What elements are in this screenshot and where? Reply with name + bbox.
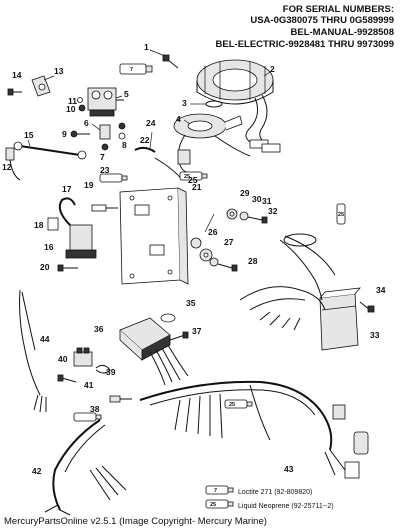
switch-box-harness[interactable]	[239, 233, 336, 331]
serial-header-line-3: BEL-MANUAL-9928508	[290, 27, 394, 38]
spark-plug-lead[interactable]	[91, 204, 118, 212]
loctite-tube-3	[73, 412, 102, 422]
grommet[interactable]	[134, 146, 183, 181]
trigger-plate[interactable]	[173, 113, 251, 174]
legend-loctite: 7 Loctite 271 (92-809820)	[205, 485, 312, 496]
callout-17[interactable]: 17	[62, 184, 72, 194]
svg-text:25: 25	[210, 502, 216, 508]
ignition-coil[interactable]	[47, 197, 97, 259]
stator[interactable]	[196, 59, 281, 153]
callout-14[interactable]: 14	[12, 70, 22, 80]
callout-42[interactable]: 42	[32, 466, 42, 476]
clamp[interactable]	[160, 313, 176, 323]
terminal-connector[interactable]	[109, 395, 132, 403]
callout-32[interactable]: 32	[268, 206, 278, 216]
neoprene-tube-1: 25	[179, 171, 208, 181]
hardware-group[interactable]	[70, 97, 126, 151]
callout-23[interactable]: 23	[100, 165, 110, 175]
svg-text:7: 7	[130, 67, 133, 73]
serial-header-line-4: BEL-ELECTRIC-9928481 THRU 9973099	[215, 39, 394, 50]
callout-26[interactable]: 26	[208, 227, 218, 237]
lanyard-harness[interactable]	[19, 289, 47, 413]
svg-text:Liquid Neoprene (92-25711--2): Liquid Neoprene (92-25711--2)	[238, 503, 334, 510]
legend-neoprene: 25 Liquid Neoprene (92-25711--2)	[205, 499, 334, 510]
callout-7[interactable]: 7	[100, 152, 105, 162]
bracket-screw[interactable]	[7, 88, 22, 96]
callout-6[interactable]: 6	[84, 118, 89, 128]
callout-1[interactable]: 1	[144, 42, 149, 52]
callout-27[interactable]: 27	[224, 237, 234, 247]
callout-33[interactable]: 33	[370, 330, 380, 340]
svg-text:7: 7	[214, 488, 217, 494]
callout-15[interactable]: 15	[24, 130, 34, 140]
switch-box[interactable]	[319, 287, 361, 351]
loctite-tube-2	[99, 173, 128, 183]
bracket[interactable]	[31, 75, 51, 97]
starter-solenoid[interactable]	[87, 87, 124, 117]
mounting-plate[interactable]	[119, 187, 189, 285]
callout-11[interactable]: 11	[68, 96, 77, 106]
leader-lines	[27, 49, 271, 233]
callout-3[interactable]: 3	[182, 98, 187, 108]
rectifier-screw[interactable]	[169, 331, 189, 341]
callout-44[interactable]: 44	[40, 334, 50, 344]
callout-12[interactable]: 12	[2, 162, 12, 172]
callout-16[interactable]: 16	[44, 242, 54, 252]
neoprene-tube-2: 25	[336, 203, 346, 225]
callout-18[interactable]: 18	[34, 220, 44, 230]
callout-29[interactable]: 29	[240, 188, 250, 198]
callout-4[interactable]: 4	[176, 114, 181, 124]
serial-header-line-1: FOR SERIAL NUMBERS:	[282, 4, 394, 15]
svg-text:25: 25	[229, 402, 235, 408]
svg-text:25: 25	[184, 174, 190, 180]
spacer-group-lower[interactable]	[190, 237, 238, 272]
callout-36[interactable]: 36	[94, 324, 104, 334]
neoprene-tube-3: 25	[224, 399, 253, 409]
callout-30[interactable]: 30	[252, 194, 262, 204]
callout-37[interactable]: 37	[192, 326, 202, 336]
callout-24[interactable]: 24	[146, 118, 156, 128]
svg-text:Loctite 271 (92-809820): Loctite 271 (92-809820)	[238, 489, 312, 496]
callout-5[interactable]: 5	[124, 89, 129, 99]
callout-34[interactable]: 34	[376, 285, 386, 295]
copyright-footer: MercuryPartsOnline v2.5.1 (Image Copyrig…	[2, 516, 269, 527]
callout-19[interactable]: 19	[84, 180, 94, 190]
callout-43[interactable]: 43	[284, 464, 294, 474]
svg-text:25: 25	[338, 212, 344, 218]
battery-cable[interactable]	[13, 141, 87, 160]
main-wiring-harness[interactable]	[139, 380, 369, 479]
callout-13[interactable]: 13	[54, 66, 64, 76]
callout-31[interactable]: 31	[262, 196, 272, 206]
stop-switch-screw[interactable]	[57, 374, 77, 383]
spacer-group-upper[interactable]	[226, 208, 268, 224]
stator-screw[interactable]	[162, 54, 179, 69]
spring-clip[interactable]	[95, 364, 111, 374]
callout-38[interactable]: 38	[90, 404, 100, 414]
callout-22[interactable]: 22	[140, 135, 150, 145]
callout-39[interactable]: 39	[106, 367, 116, 377]
callout-41[interactable]: 41	[84, 380, 94, 390]
ground-wire[interactable]	[5, 147, 21, 181]
loctite-tube-1: 7	[119, 63, 153, 75]
callout-2[interactable]: 2	[270, 64, 275, 74]
trigger-ring[interactable]	[205, 100, 223, 108]
callout-10[interactable]: 10	[66, 104, 76, 114]
callout-8[interactable]: 8	[122, 140, 127, 150]
callout-40[interactable]: 40	[58, 354, 68, 364]
callout-25[interactable]: 25	[188, 175, 198, 185]
callout-35[interactable]: 35	[186, 298, 196, 308]
callout-21[interactable]: 21	[192, 182, 202, 192]
trim-harness[interactable]	[44, 419, 127, 516]
callout-20[interactable]: 20	[40, 262, 50, 272]
callout-9[interactable]: 9	[62, 129, 67, 139]
serial-header-line-2: USA-0G380075 THRU 0G589999	[250, 15, 394, 26]
rectifier[interactable]	[119, 317, 189, 386]
switch-box-screw[interactable]	[359, 301, 375, 313]
callout-28[interactable]: 28	[248, 256, 258, 266]
stop-switch[interactable]	[73, 347, 93, 367]
coil-screw[interactable]	[57, 264, 78, 272]
